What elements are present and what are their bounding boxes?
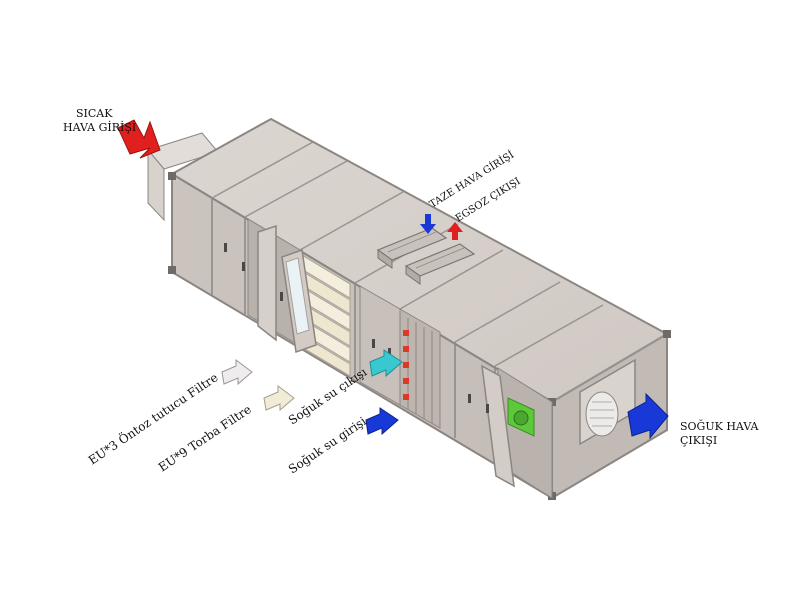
cooling-coil-section xyxy=(359,285,441,429)
fan-section xyxy=(481,364,553,499)
cold-air-outlet-arrow xyxy=(627,392,669,440)
label-cold-air-outlet-line2: ÇIKIŞI xyxy=(680,434,717,447)
top-panel-seams xyxy=(211,141,668,403)
inlet-duct xyxy=(147,132,219,222)
label-prefilter: EU*3 Öntoz tutucu Filtre xyxy=(85,369,221,468)
fan-outlet xyxy=(579,358,636,446)
exhaust-outlet-arrow xyxy=(447,222,463,240)
filter-section-open-door xyxy=(247,218,351,377)
label-hot-air-inlet-line1: SICAK xyxy=(76,107,113,120)
cold-water-outlet-arrow xyxy=(369,349,403,378)
unit-casing xyxy=(168,117,671,500)
label-hot-air-inlet-line2: HAVA GİRİŞİ xyxy=(63,120,136,134)
label-fresh-air-inlet: TAZE HAVA GİRİŞİ xyxy=(427,149,516,211)
coil-headers xyxy=(403,330,409,400)
roof-dampers xyxy=(376,227,476,285)
prefilter-arrow xyxy=(221,359,253,386)
label-cold-air-outlet-line1: SOĞUK HAVA xyxy=(680,419,760,433)
bag-filter-arrow xyxy=(263,385,295,412)
cold-water-inlet-arrow xyxy=(365,407,399,436)
hot-air-inlet-arrow xyxy=(117,119,161,159)
door-handles xyxy=(224,243,489,413)
fresh-air-inlet-arrow xyxy=(420,214,436,234)
